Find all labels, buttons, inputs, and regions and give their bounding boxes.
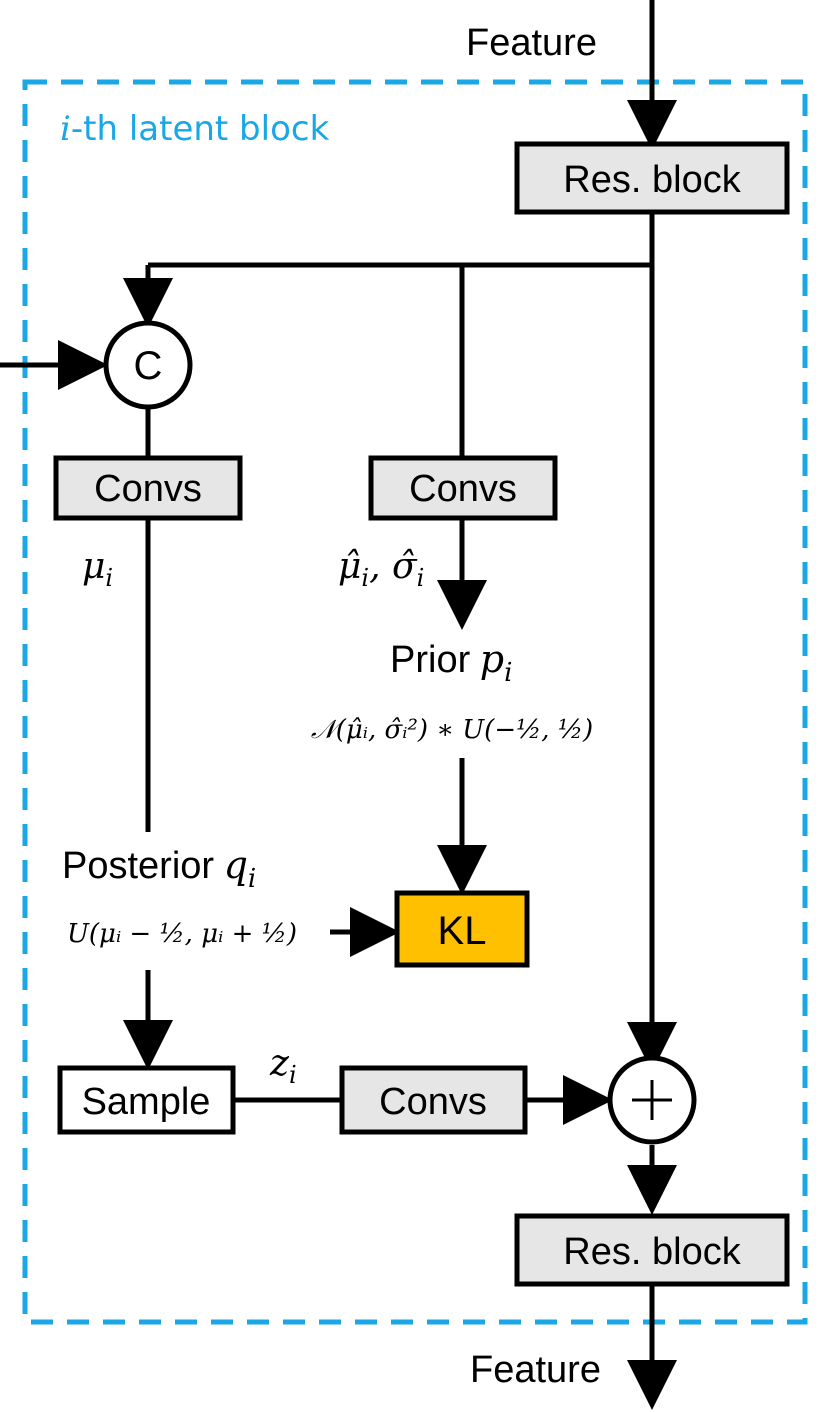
res-block-bottom: Res. block (514, 1213, 790, 1287)
svg-text:KL: KL (438, 909, 487, 953)
convs-bottom: Convs (339, 1065, 528, 1135)
z-label: zi (269, 1043, 297, 1089)
svg-text:Res. block: Res. block (563, 159, 741, 201)
mu-hat-sigma-hat-label: μ̂i, σ̂i (338, 546, 424, 592)
top-feature-label: Feature (466, 22, 597, 64)
svg-text:Convs: Convs (94, 468, 202, 510)
svg-text:Sample: Sample (82, 1081, 211, 1123)
kl-box: KL (394, 890, 530, 968)
sample-box: Sample (57, 1065, 236, 1135)
latent-block-frame (22, 79, 808, 1325)
mu-label: μi (82, 546, 113, 592)
convs-middle: Convs (368, 455, 558, 521)
svg-text:C: C (134, 344, 163, 388)
convs-left: Convs (53, 455, 243, 521)
connection-lines (0, 0, 677, 1410)
block-title: i-th latent block (60, 109, 330, 149)
posterior-label: Posterior qi (62, 843, 256, 894)
bottom-feature-label: Feature (470, 1349, 601, 1391)
sum-node (607, 1055, 697, 1145)
svg-text:Convs: Convs (409, 468, 517, 510)
res-block-top: Res. block (514, 141, 790, 215)
prior-label: Prior pi (390, 637, 512, 688)
prior-formula: 𝒩(μ̂ᵢ, σ̂ᵢ²) ∗ U(−½, ½) (311, 715, 593, 745)
svg-text:Convs: Convs (379, 1081, 487, 1123)
concat-node: C (103, 320, 193, 410)
posterior-formula: U(μᵢ − ½, μᵢ + ½) (67, 919, 297, 949)
svg-text:Res. block: Res. block (563, 1231, 741, 1273)
